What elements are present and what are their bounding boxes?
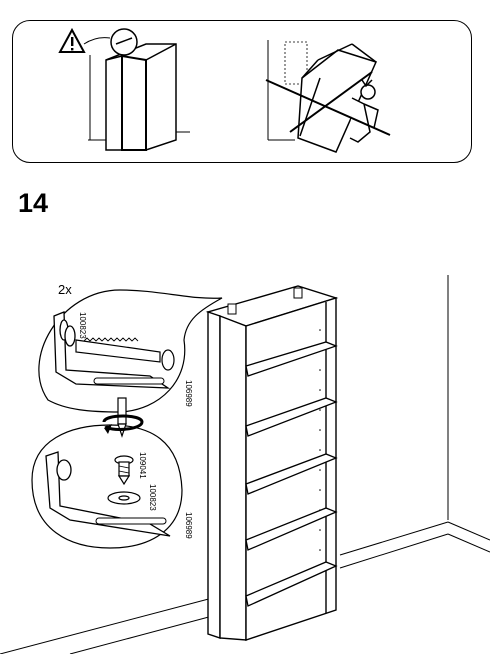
tipping-bookcase-scene [265,40,391,153]
bookcase-shelves [245,341,338,607]
l-bracket-top [53,311,171,389]
part-code-side-bottom: 106989 [184,512,193,539]
hardware-multiplier: 2x [58,282,72,297]
correct-wall-anchoring-scene [88,28,190,151]
part-code-screw: 109041 [138,452,147,479]
warning-triangle-icon [58,27,111,53]
safety-warning-panel [12,20,472,163]
step-number: 14 [18,188,49,218]
part-code-side-top: 106989 [184,380,193,407]
l-bracket-bottom [45,451,171,537]
short-screw [114,455,134,486]
long-wall-screw [75,337,175,371]
bookcase [205,285,339,641]
part-code-bracket-top: 100823 [78,312,87,339]
room-wall-lines [0,275,490,654]
part-code-washer: 100823 [148,484,157,511]
washer [107,491,141,505]
rotate-arrow-icon [102,414,144,434]
